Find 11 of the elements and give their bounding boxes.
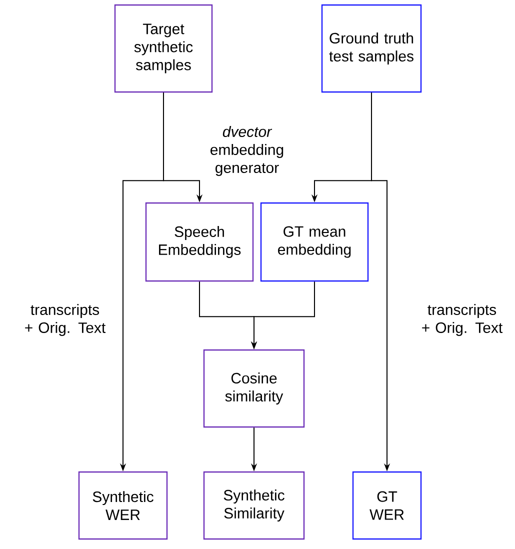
process-box: Cosine similarity [203,349,305,428]
process-box: Synthetic WER [78,471,168,540]
annotation-text: dvector embedding generator [210,126,284,176]
edge-label: transcripts + Orig. Text [415,303,509,337]
process-box: Synthetic Similarity [203,471,305,540]
edge-label: transcripts + Orig. Text [18,303,112,337]
process-box: GT WER [352,471,422,540]
process-box: GT mean embedding [260,202,369,282]
process-box: Target synthetic samples [114,4,213,93]
process-box: Ground truth test samples [321,4,422,93]
process-box: Speech Embeddings [145,202,254,282]
